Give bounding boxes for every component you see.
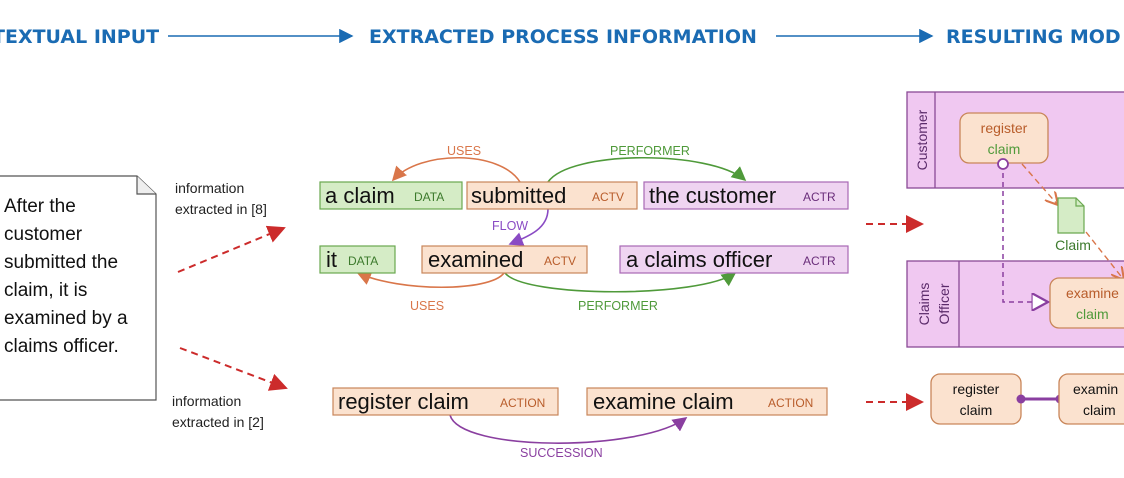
entity-text: a claims officer: [626, 247, 772, 272]
note-line: customer: [4, 224, 83, 245]
source-bottom-line: information: [172, 393, 241, 409]
rel-uses-top: USES: [447, 144, 481, 158]
note-line: claim, it is: [4, 280, 87, 301]
rel-performer-bottom: PERFORMER: [578, 299, 658, 313]
seq-label: claim: [1083, 402, 1116, 418]
source-top-line: extracted in [8]: [175, 201, 267, 217]
header-extracted: EXTRACTED PROCESS INFORMATION: [369, 26, 757, 48]
entity-text: the customer: [649, 183, 776, 208]
action-tag: ACTION: [500, 396, 545, 410]
uses-arc-top: [391, 157, 521, 183]
lane-label: Customer: [914, 109, 930, 170]
entity-a-claim: a claim DATA: [319, 181, 463, 210]
entity-tag: ACTV: [544, 254, 576, 268]
action-examine-claim: examine claim ACTION: [586, 387, 828, 416]
seq-examine-claim: examin claim: [1058, 373, 1124, 425]
entity-tag: ACTR: [803, 254, 836, 268]
entity-submitted: submitted ACTV: [466, 181, 638, 210]
task-label: claim: [1076, 306, 1109, 322]
action-register-claim: register claim ACTION: [332, 387, 559, 416]
source-top-line: information: [175, 180, 244, 196]
seq-label: register: [953, 381, 1000, 397]
flow-arrow: [508, 208, 549, 246]
note-line: examined by a: [4, 308, 128, 329]
note-line: claims officer.: [4, 336, 119, 357]
task-label: examine: [1066, 285, 1119, 301]
data-object-label: Claim: [1055, 237, 1091, 253]
action-text: examine claim: [593, 389, 734, 414]
entity-tag: DATA: [414, 190, 444, 204]
task-examine-claim: examine claim: [1049, 277, 1124, 329]
message-flow: [1002, 164, 1048, 302]
lane-label: Officer: [936, 283, 952, 324]
performer-arc-bottom: [504, 272, 737, 293]
connector-dot-start: [1016, 394, 1026, 404]
performer-arc-top: [547, 157, 747, 183]
document-icon: [1057, 197, 1085, 234]
uses-arc-bottom: [356, 271, 505, 288]
header-resulting: RESULTING MOD: [946, 26, 1121, 48]
entity-text: examined: [428, 247, 523, 272]
task-register-claim: register claim: [959, 112, 1049, 164]
action-tag: ACTION: [768, 396, 813, 410]
action-text: register claim: [338, 389, 469, 414]
data-association-out: [1021, 163, 1058, 205]
entity-claims-officer: a claims officer ACTR: [619, 245, 849, 274]
note-line: submitted the: [4, 252, 118, 273]
entity-the-customer: the customer ACTR: [643, 181, 849, 210]
header-textual-input: TEXTUAL INPUT: [0, 26, 159, 48]
entity-text: it: [326, 247, 337, 272]
dashed-arrow-top: [177, 225, 286, 273]
entity-text: submitted: [471, 183, 566, 208]
entity-tag: ACTV: [592, 190, 624, 204]
seq-register-claim: register claim: [930, 373, 1022, 425]
lane-label: Claims: [916, 283, 932, 326]
succession-arc: [449, 414, 688, 444]
entity-examined: examined ACTV: [421, 245, 588, 274]
task-label: register: [981, 120, 1028, 136]
entity-tag: ACTR: [803, 190, 836, 204]
source-bottom-line: extracted in [2]: [172, 414, 264, 430]
entity-tag: DATA: [348, 254, 378, 268]
rel-performer-top: PERFORMER: [610, 144, 690, 158]
entity-text: a claim: [325, 183, 395, 208]
data-object-claim: Claim: [1055, 197, 1091, 253]
message-start-circle: [997, 158, 1009, 170]
task-label: claim: [988, 141, 1021, 157]
textual-input-note: After the customer submitted the claim, …: [0, 175, 157, 401]
data-association-in: [1085, 231, 1124, 280]
rel-succession: SUCCESSION: [520, 446, 603, 460]
seq-label: claim: [960, 402, 993, 418]
dashed-arrow-bottom: [179, 347, 288, 391]
seq-label: examin: [1073, 381, 1118, 397]
rel-uses-bottom: USES: [410, 299, 444, 313]
entity-it: it DATA: [319, 245, 396, 274]
note-line: After the: [4, 196, 76, 217]
rel-flow: FLOW: [492, 219, 528, 233]
